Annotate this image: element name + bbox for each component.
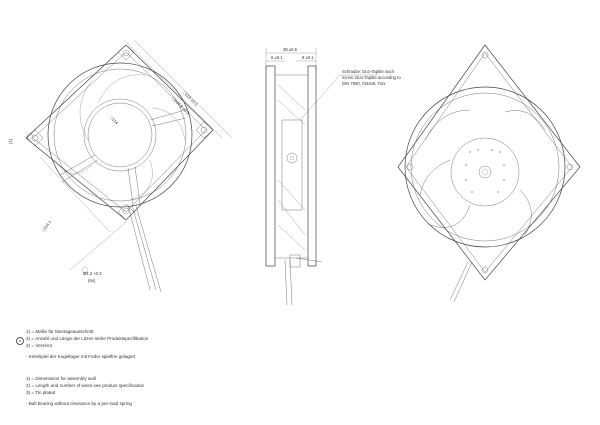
dim-hole: Ø4.3 +0.3 [83,271,102,276]
dim-side-right: 8 ±0.1 [302,55,314,60]
mounting-hole-top [117,44,135,61]
dim-diag-outer: □119 ±0.5 [182,90,199,107]
note-en-3: 3) = Tin plated [26,390,56,395]
front-view: □119 ±0.5 □104.8 ±0.5 □114 □114 ± (1) Ø4… [8,39,233,293]
note-de-1: 1) = Maße für Montageausschnitt [26,329,94,334]
dim-tick-left: (1) [8,138,13,144]
motor-pins [464,148,506,194]
note-en-4: - Ball bearing without clearance by a pr… [26,401,132,406]
note-de-3: 3) = Verzinnt [26,343,52,348]
side-view: 38 ±0.5 6 ±0.1 8 ±0.1 Schraube: Duo-Tapt… [265,47,401,306]
callout-screw-en: screw: Duo-Taptite according to [342,75,401,80]
rear-mounting-hole-top [481,51,489,59]
dim-hole-note: (6x) [88,278,96,283]
callout-screw-din: DIN 7500, CM4x8, Torx [342,81,386,86]
rear-mounting-hole-bottom [481,266,489,274]
note-en-2: 2) = Length and number of wires see prod… [26,383,145,388]
rear-mounting-hole-left [406,163,414,171]
note-en-1: 1) = Dimensions for assembly wall [26,376,96,381]
dim-diag-bolt: □114 [109,115,120,126]
mounting-hole-left [26,129,44,147]
notes-de-marker: 4 [16,337,24,345]
note-de-2: 2) = Anzahl und Länge der Litzen siehe P… [26,336,149,341]
rear-view [397,44,581,303]
dim-diag-left: □114 ± [41,219,53,233]
dim-side-left: 6 ±0.1 [271,55,283,60]
callout-screw-de: Schraube: Duo-Taptite nach [342,69,395,74]
mounting-hole-right [195,121,214,139]
note-de-4: - Kelelspiel der Kugellager mit Feder sp… [26,354,136,359]
rear-mounting-hole-right [566,163,574,171]
dim-side-width: 38 ±0.5 [283,47,298,52]
